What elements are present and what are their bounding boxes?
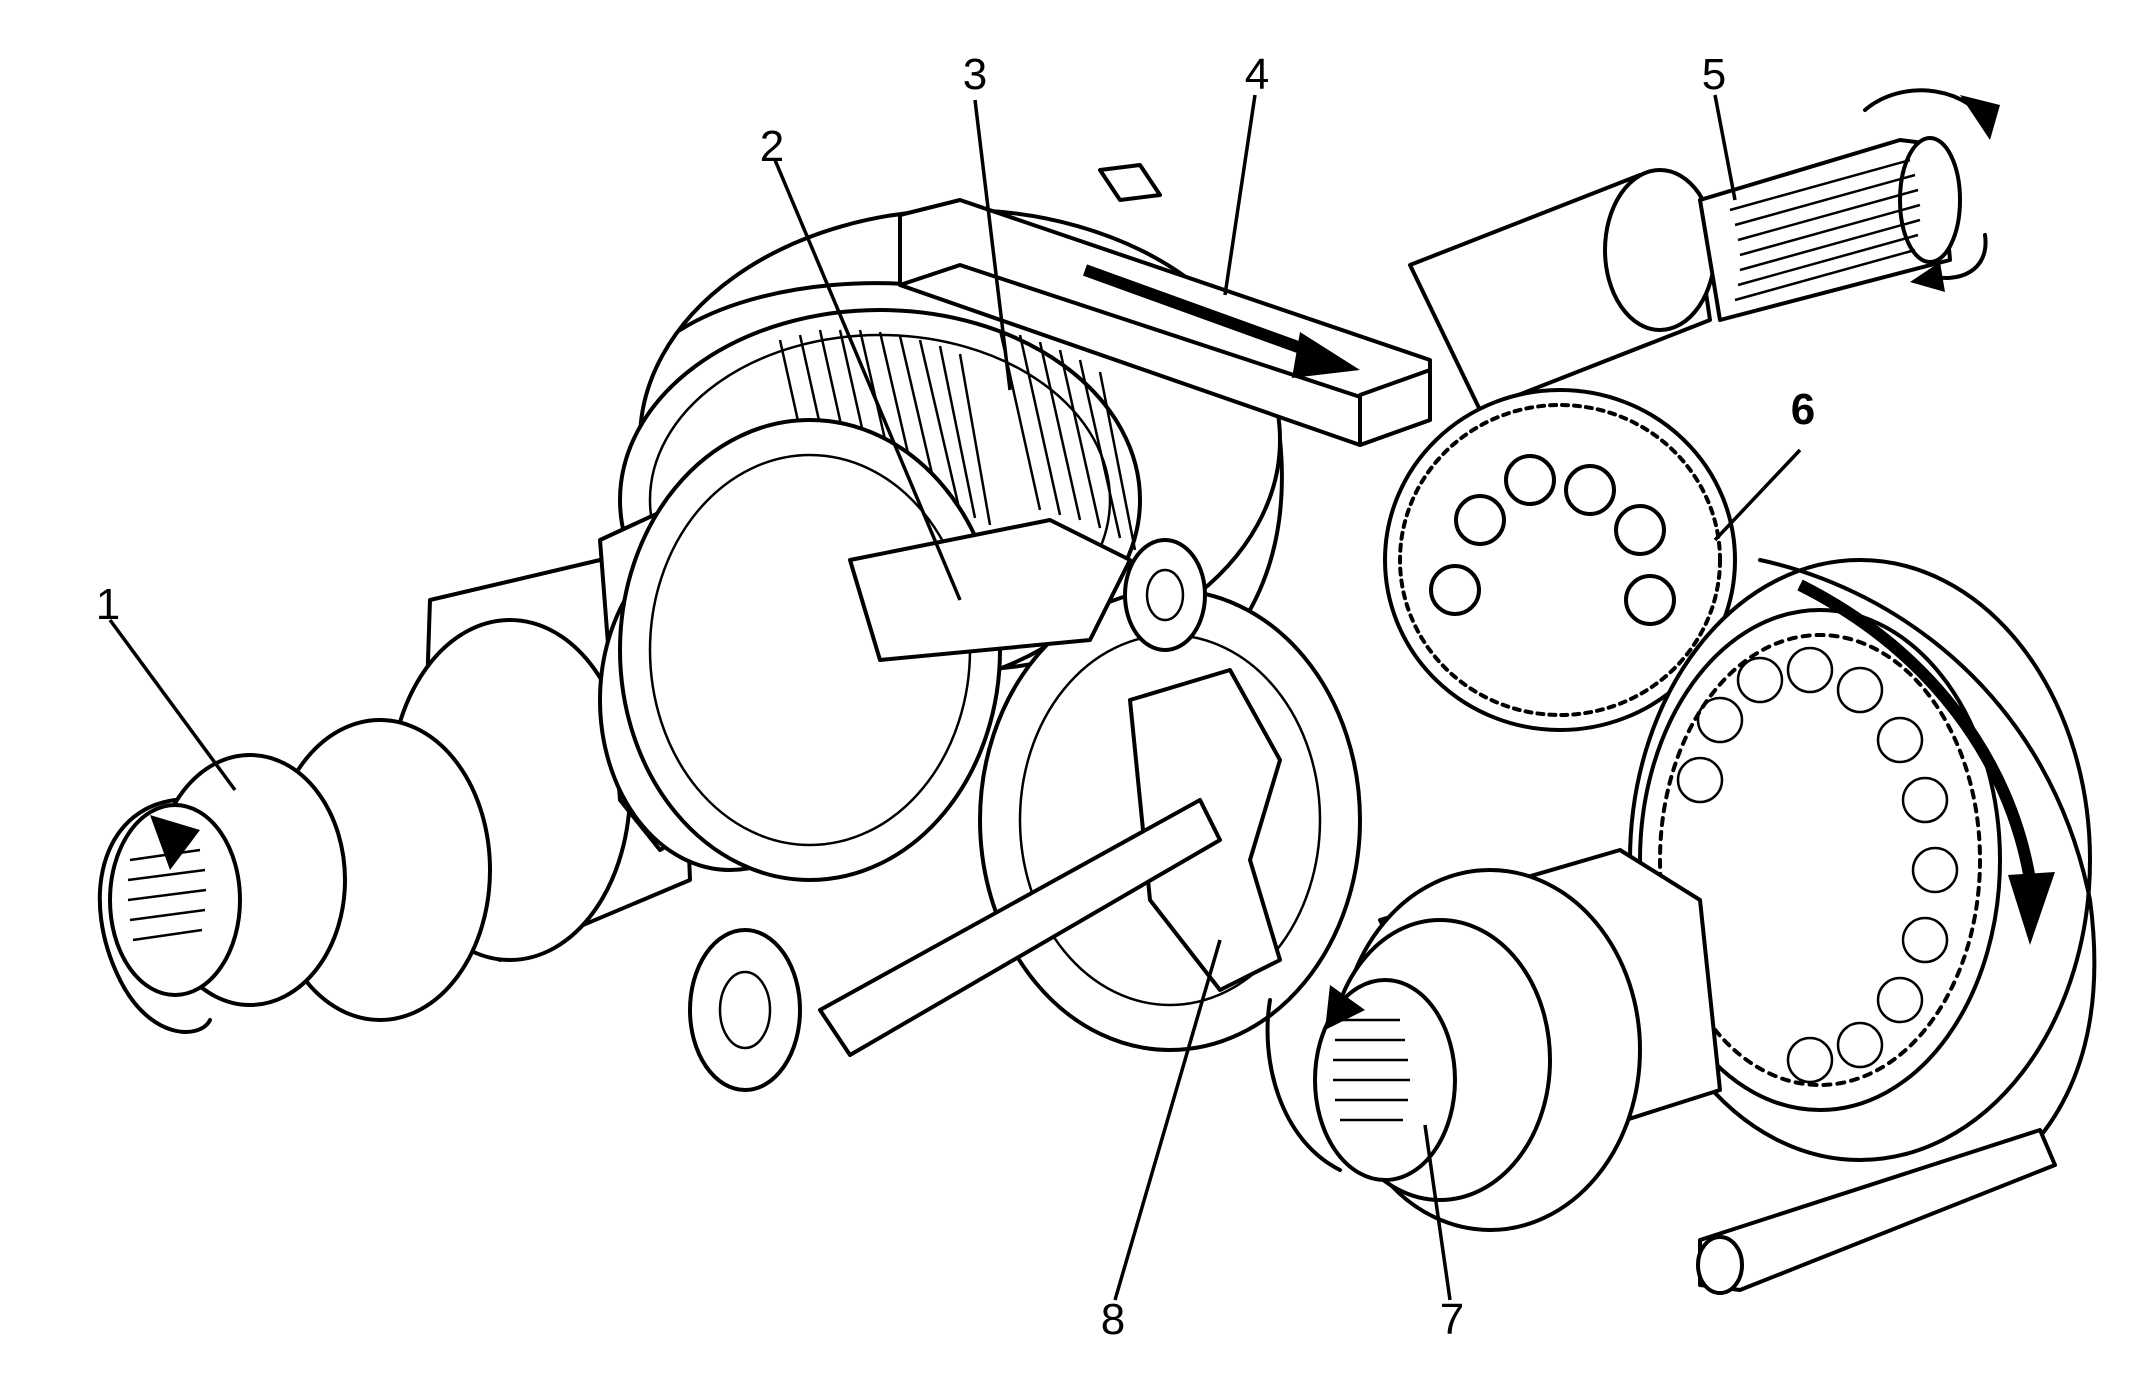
callout-5: 5 xyxy=(1701,50,1727,99)
driven-sprocket xyxy=(1628,558,2097,1202)
leader-lines xyxy=(108,94,1802,1301)
leader-4 xyxy=(1223,94,1257,296)
callout-4: 4 xyxy=(1244,50,1270,99)
carrier-assembly xyxy=(688,588,1362,1092)
mainshaft-housing xyxy=(598,418,1207,882)
callout-8: 8 xyxy=(1100,1295,1126,1344)
drive-sprocket xyxy=(1383,388,1737,732)
direction-arrow-icon xyxy=(1797,579,2055,945)
leader-2 xyxy=(773,159,962,601)
callout-2: 2 xyxy=(759,122,785,171)
leader-6 xyxy=(1713,448,1802,542)
output-shaft-rear xyxy=(1408,136,1962,412)
chain-guide xyxy=(1696,1128,2057,1295)
callout-7: 7 xyxy=(1439,1295,1465,1344)
leader-8 xyxy=(1113,939,1222,1301)
callout-1: 1 xyxy=(95,580,121,629)
input-shaft xyxy=(97,558,692,1034)
leader-5 xyxy=(1713,94,1737,201)
direction-arrow-icon xyxy=(1082,264,1360,378)
front-output-shaft xyxy=(1265,848,1722,1232)
leader-3 xyxy=(973,99,1012,391)
callout-6: 6 xyxy=(1790,385,1816,434)
callout-3: 3 xyxy=(962,50,988,99)
shift-fork-bar xyxy=(898,163,1432,447)
leader-7 xyxy=(1423,1124,1452,1301)
rotation-arrow-icon xyxy=(1863,88,2000,292)
leader-1 xyxy=(108,618,237,792)
